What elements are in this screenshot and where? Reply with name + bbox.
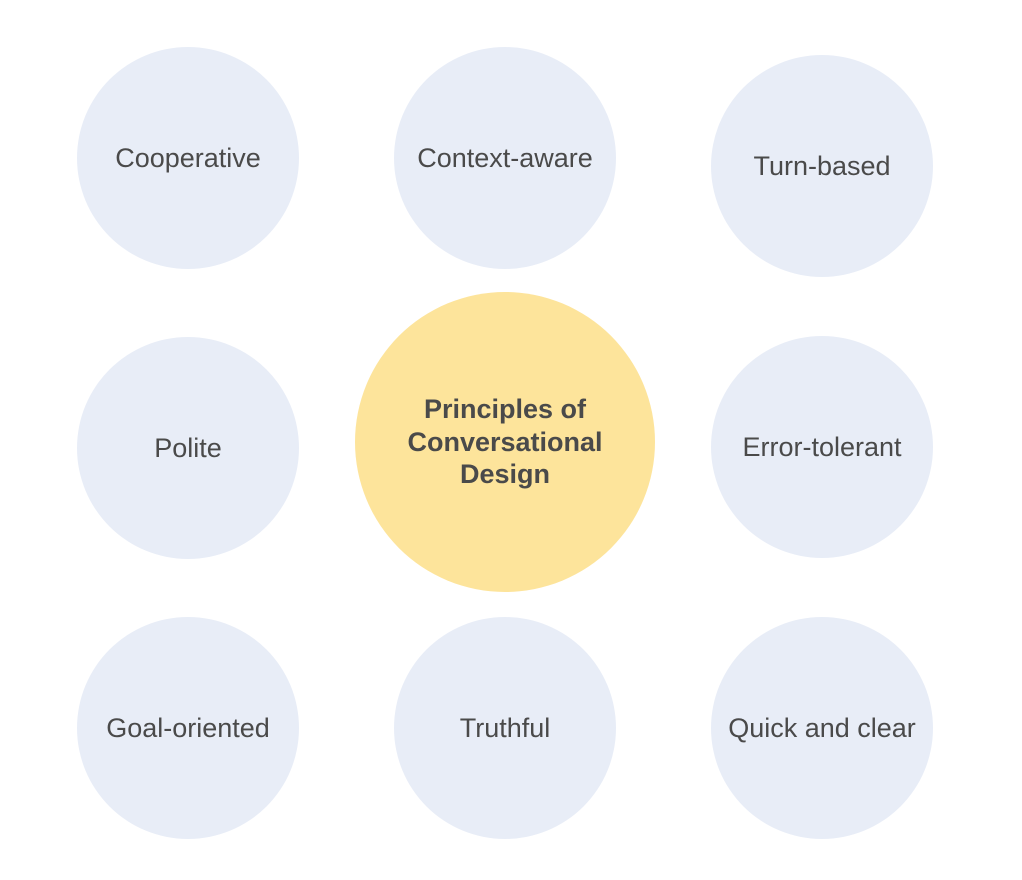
principle-label: Goal-oriented bbox=[106, 712, 270, 743]
principle-node-polite: Polite bbox=[77, 337, 299, 559]
principle-label: Cooperative bbox=[115, 142, 261, 173]
principle-label: Truthful bbox=[459, 712, 551, 743]
principle-label: Quick and clear bbox=[728, 712, 916, 743]
principle-node-context-aware: Context-aware bbox=[394, 47, 616, 269]
principle-node-truthful: Truthful bbox=[394, 617, 616, 839]
principle-label: Polite bbox=[154, 432, 222, 463]
principle-node-turn-based: Turn-based bbox=[711, 55, 933, 277]
principle-label: Error-tolerant bbox=[742, 431, 902, 462]
principle-label: Turn-based bbox=[753, 150, 891, 181]
principle-node-cooperative: Cooperative bbox=[77, 47, 299, 269]
principle-label: Context-aware bbox=[417, 142, 593, 173]
principle-node-error-tolerant: Error-tolerant bbox=[711, 336, 933, 558]
principle-node-goal-oriented: Goal-oriented bbox=[77, 617, 299, 839]
center-title: Principles of Conversational Design bbox=[407, 393, 603, 490]
center-node: Principles of Conversational Design bbox=[355, 292, 655, 592]
principle-node-quick-and-clear: Quick and clear bbox=[711, 617, 933, 839]
